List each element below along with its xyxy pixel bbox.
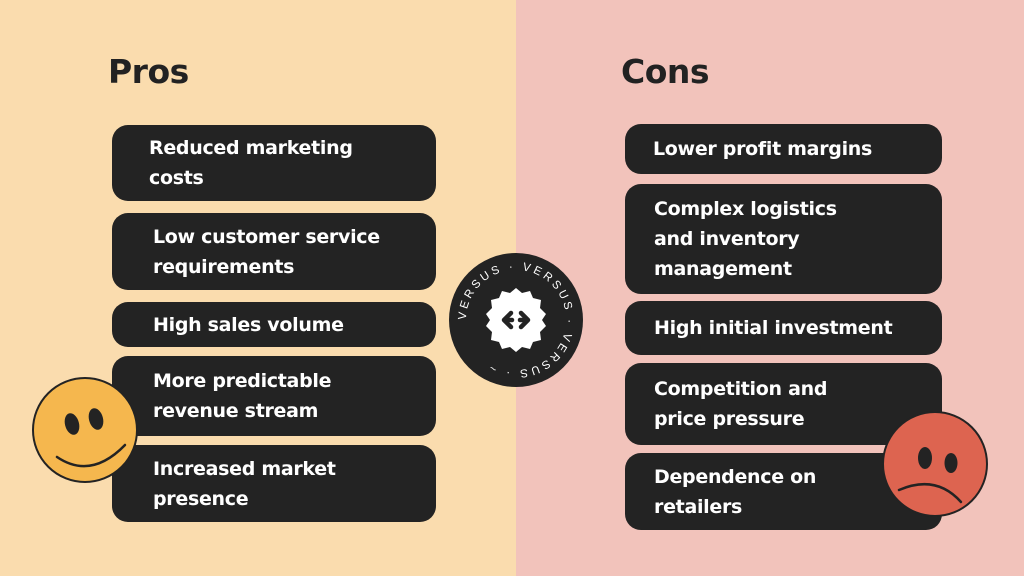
sad-face-icon [882, 411, 988, 517]
pros-item: Reduced marketing costs [112, 125, 436, 201]
arrows-left-right-icon [501, 310, 531, 330]
cons-item: Lower profit margins [625, 124, 942, 174]
cons-item: High initial investment [625, 301, 942, 355]
pros-item: Low customer service requirements [112, 213, 436, 290]
versus-badge: VERSUS · VERSUS · VERSUS · ~ [449, 253, 583, 387]
pros-item: More predictable revenue stream [112, 356, 436, 436]
pros-item: Increased market presence [112, 445, 436, 522]
cons-heading: Cons [621, 52, 710, 91]
cons-item: Complex logistics and inventory manageme… [625, 184, 942, 294]
pros-item: High sales volume [112, 302, 436, 347]
happy-face-icon [32, 377, 138, 483]
badge-seal-icon [486, 288, 546, 352]
cons-item: Competition and price pressure [625, 363, 942, 445]
pros-heading: Pros [108, 52, 189, 91]
